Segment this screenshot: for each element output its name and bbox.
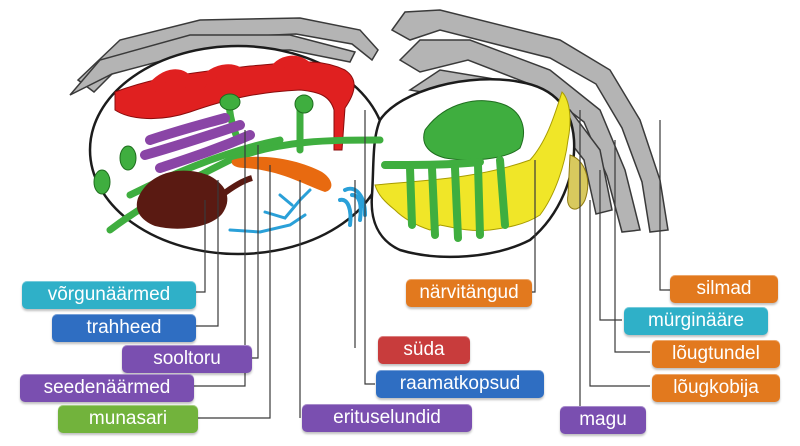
label-seedenaarmed: seedenäärmed bbox=[20, 374, 194, 402]
front-leg-1 bbox=[390, 9, 669, 233]
label-erituselundid: erituselundid bbox=[302, 404, 472, 432]
label-magu: magu bbox=[560, 406, 646, 434]
label-sooltoru: sooltoru bbox=[122, 345, 252, 373]
label-suda: süda bbox=[378, 336, 470, 364]
front-leg-2 bbox=[398, 39, 641, 233]
silk-glands bbox=[93, 93, 314, 195]
excretory-organ bbox=[231, 156, 332, 192]
label-lougtundel: lõugtundel bbox=[652, 340, 780, 368]
label-trahheed: trahheed bbox=[52, 314, 196, 342]
oviduct bbox=[220, 175, 253, 198]
poison-gland bbox=[567, 154, 589, 210]
label-murginaare: mürginääre bbox=[624, 307, 768, 335]
label-narvitangud: närvitängud bbox=[406, 279, 532, 307]
heart-organ bbox=[114, 61, 355, 151]
label-vorgunaarmed: võrgunäärmed bbox=[22, 281, 196, 309]
label-silmad: silmad bbox=[670, 275, 778, 303]
label-lougkobija: lõugkobija bbox=[652, 374, 780, 402]
label-munasari: munasari bbox=[58, 405, 198, 433]
digestive-glands bbox=[140, 113, 255, 173]
nerve-branches bbox=[381, 156, 509, 242]
heart-upper bbox=[145, 55, 315, 95]
label-raamatkopsud: raamatkopsud bbox=[376, 370, 544, 398]
brain-ganglion bbox=[423, 100, 524, 161]
